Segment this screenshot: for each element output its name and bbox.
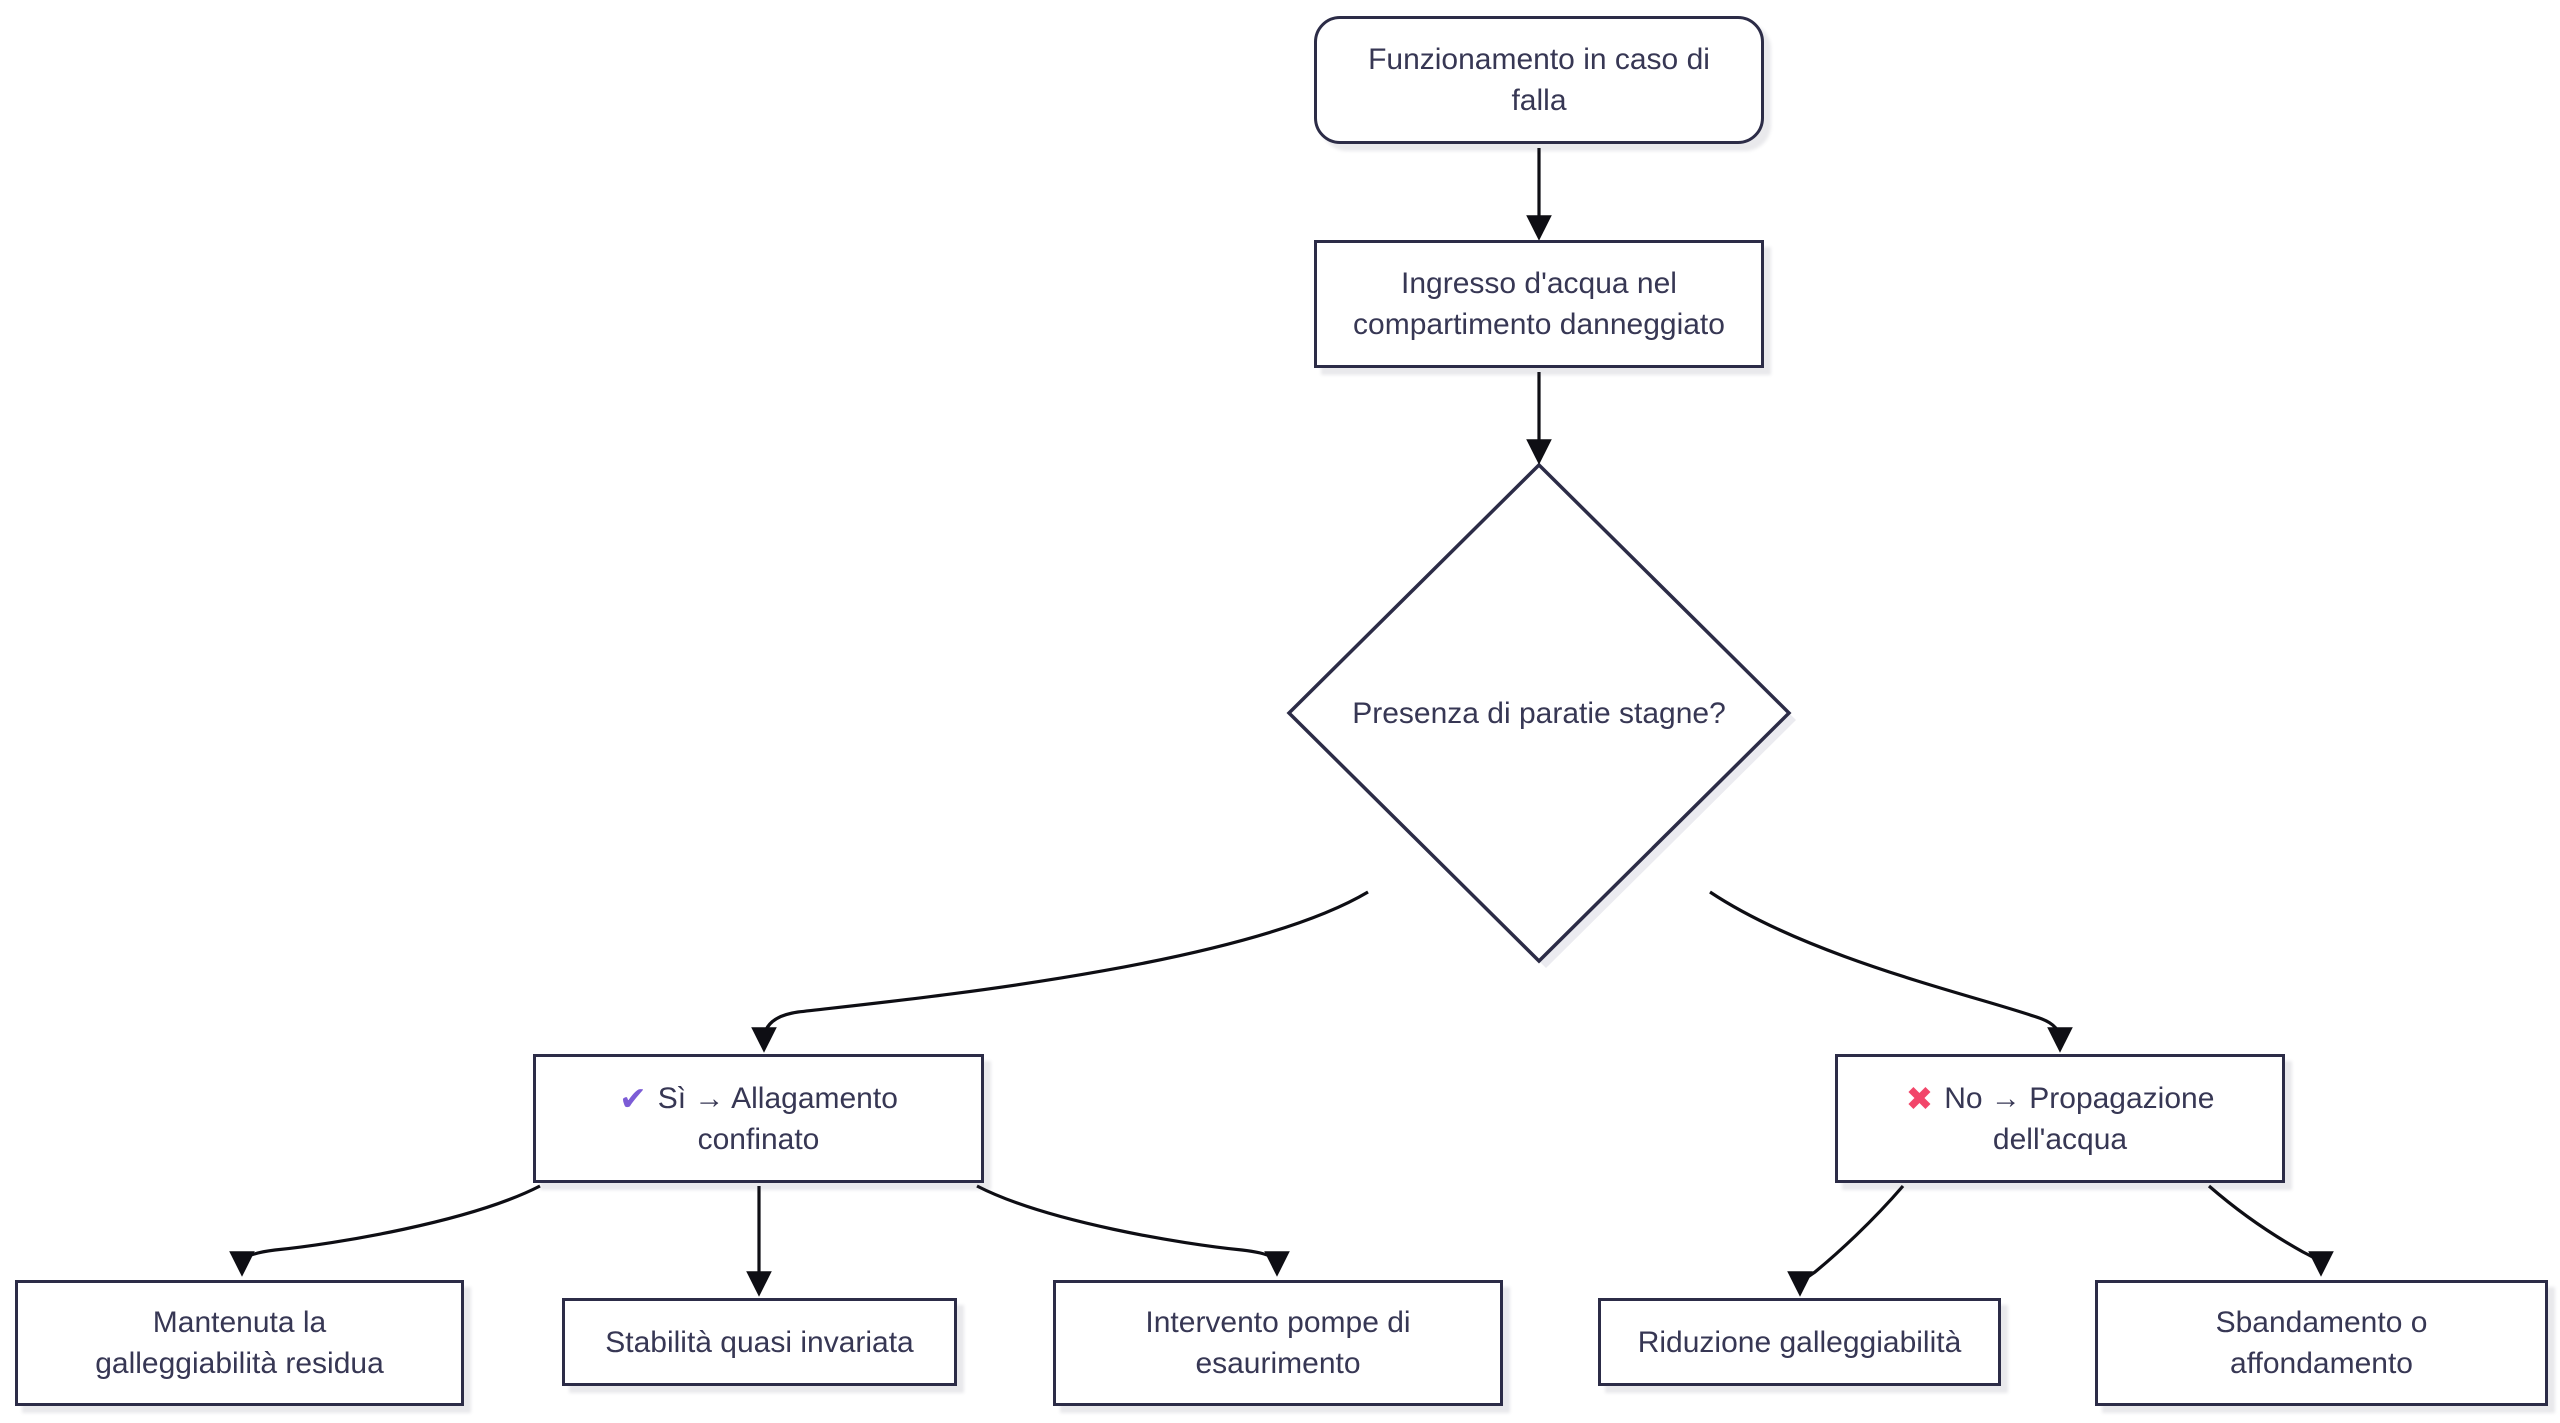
node-label-text: Sì → Allagamento: [657, 1081, 898, 1115]
node-mantenuta-galleggiabilita: Mantenuta la galleggiabilità residua: [15, 1280, 464, 1406]
node-label: Intervento pompe di esaurimento: [1145, 1302, 1410, 1384]
node-label-line: affondamento: [2230, 1347, 2413, 1380]
node-label-line: dell'acqua: [1992, 1122, 2128, 1156]
edge-decision-no: [1709, 890, 2073, 1053]
cross-icon: ✖: [1905, 1079, 1934, 1117]
node-label-line: ✖ No → Propagazione: [1906, 1078, 2215, 1119]
node-label: Ingresso d'acqua nel compartimento danne…: [1353, 263, 1725, 345]
node-label-line: Stabilità quasi invariata: [605, 1325, 914, 1359]
node-label: ✔ Sì → Allagamento confinato: [619, 1078, 898, 1160]
node-label: ✖ No → Propagazione dell'acqua: [1906, 1078, 2215, 1160]
node-sbandamento-affondamento: Sbandamento o affondamento: [2095, 1280, 2548, 1406]
node-label: Sbandamento o affondamento: [2216, 1302, 2428, 1384]
node-label-line: compartimento danneggiato: [1353, 308, 1725, 341]
node-stabilita-invariata: Stabilità quasi invariata: [562, 1298, 957, 1386]
node-label-line: Riduzione galleggiabilità: [1637, 1325, 1962, 1359]
edge-no-sbandamento: [2207, 1184, 2334, 1277]
check-icon: ✔: [619, 1079, 647, 1117]
node-label-line: ✔ Sì → Allagamento: [619, 1078, 898, 1119]
node-label-line: Presenza di paratie stagne?: [1352, 696, 1726, 730]
node-label-line: Ingresso d'acqua nel: [1401, 267, 1677, 300]
node-label-line: Mantenuta la: [152, 1306, 327, 1339]
node-label-text: No → Propagazione: [1944, 1081, 2215, 1115]
node-si-allagamento-confinato: ✔ Sì → Allagamento confinato: [533, 1054, 984, 1183]
node-decisione-paratie-label: Presenza di paratie stagne?: [1289, 663, 1789, 763]
node-label-line: falla: [1511, 84, 1567, 117]
node-label: Funzionamento in caso di falla: [1368, 39, 1710, 121]
node-label-line: esaurimento: [1195, 1347, 1361, 1380]
edge-si-galleggiabilita: [229, 1184, 541, 1277]
edge-no-riduzione: [1787, 1184, 1905, 1297]
node-riduzione-galleggiabilita: Riduzione galleggiabilità: [1598, 1298, 2001, 1386]
node-ingresso-acqua: Ingresso d'acqua nel compartimento danne…: [1314, 240, 1764, 368]
decision-diamond-shape: [1286, 462, 1792, 964]
edge-si-pompe: [976, 1184, 1290, 1277]
node-label-line: Sbandamento o: [2215, 1306, 2428, 1339]
node-label-line: confinato: [697, 1122, 820, 1156]
edge-decision-si: [751, 890, 1369, 1053]
node-label-line: Funzionamento in caso di: [1368, 43, 1710, 76]
node-label: Stabilità quasi invariata: [605, 1322, 914, 1363]
node-intervento-pompe: Intervento pompe di esaurimento: [1053, 1280, 1503, 1406]
node-no-propagazione-acqua: ✖ No → Propagazione dell'acqua: [1835, 1054, 2285, 1183]
node-label-line: Intervento pompe di: [1145, 1306, 1411, 1339]
node-label: Mantenuta la galleggiabilità residua: [95, 1302, 384, 1384]
node-funzionamento-falla: Funzionamento in caso di falla: [1314, 16, 1764, 144]
node-label-line: galleggiabilità residua: [95, 1347, 384, 1380]
node-label: Riduzione galleggiabilità: [1638, 1322, 1962, 1363]
